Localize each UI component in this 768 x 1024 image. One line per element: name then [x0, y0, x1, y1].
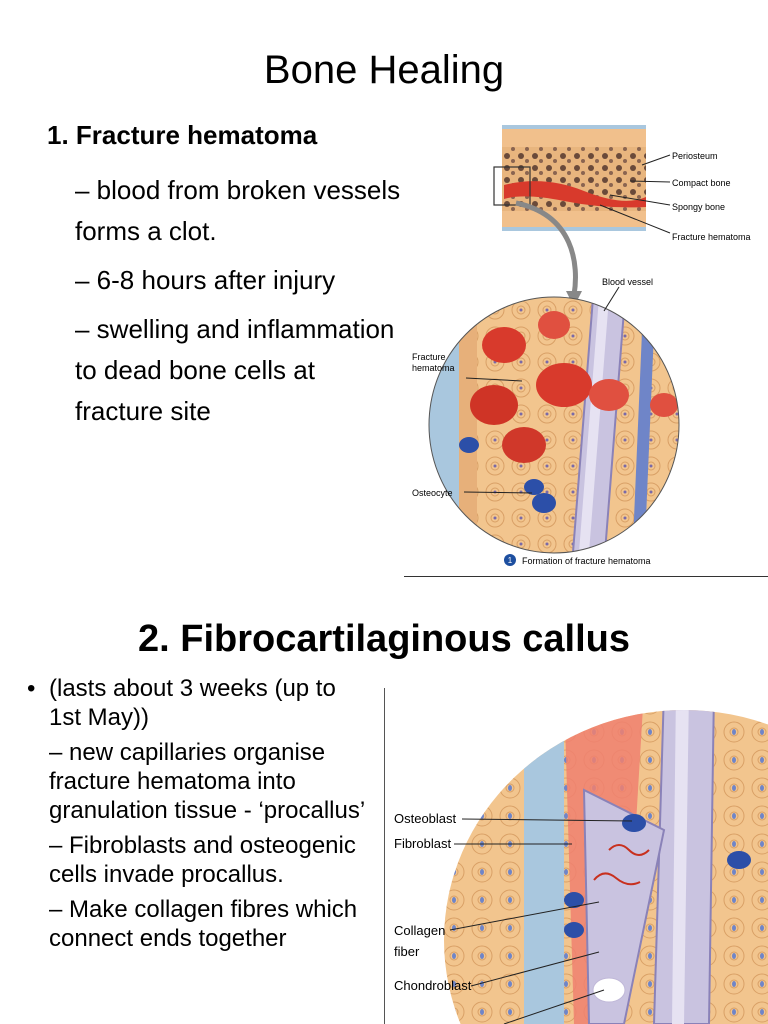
- caption-rule: [404, 576, 768, 577]
- label-spongy-bone: Spongy bone: [672, 202, 725, 212]
- label-chondroblast: Chondroblast: [394, 978, 472, 993]
- fracture-hematoma-illustration: Periosteum Compact bone Spongy bone Frac…: [412, 125, 751, 566]
- title-number: 2.: [137, 618, 170, 660]
- list-item: – Fibroblasts and osteogenic cells invad…: [49, 832, 356, 888]
- list-item: – 6-8 hours after injury: [75, 265, 336, 295]
- step-number: 1: [508, 556, 513, 565]
- list-item: – Make collagen fibres which connect end…: [49, 896, 358, 952]
- label-hematoma: hematoma: [412, 363, 455, 373]
- list-item: (lasts about 3 weeks (up to 1st May)): [24, 674, 374, 732]
- list-item: – new capillaries organise fracture hema…: [49, 739, 366, 824]
- label-fiber: fiber: [394, 944, 420, 959]
- figure-frame: [384, 688, 385, 1024]
- list-item: – blood from broken vessels forms a clot…: [75, 175, 401, 246]
- list-item: – swelling and inflammation to dead bone…: [75, 314, 395, 426]
- slide-title: 2. Fibrocartilaginous callus: [0, 618, 768, 661]
- slide-title: Bone Healing: [263, 48, 505, 92]
- magnified-callus: [444, 710, 768, 1024]
- label-collagen: Collagen: [394, 923, 445, 938]
- label-blood-vessel: Blood vessel: [602, 277, 653, 287]
- point-list: (lasts about 3 weeks (up to 1st May)) – …: [24, 674, 374, 959]
- label-fracture: Fracture: [412, 352, 446, 362]
- point-list: – blood from broken vessels forms a clot…: [75, 170, 405, 440]
- label-periosteum: Periosteum: [672, 151, 718, 161]
- zoom-arrow: [515, 200, 578, 296]
- title-bold: Fibrocartilaginous callus: [180, 618, 631, 660]
- label-fibroblast: Fibroblast: [394, 836, 451, 851]
- magnified-view: [429, 297, 679, 553]
- callus-illustration: Osteoblast Fibroblast Collagen fiber Cho…: [394, 710, 768, 1024]
- section-heading: 1. Fracture hematoma: [47, 120, 318, 150]
- bone-cross-section: [493, 125, 646, 231]
- label-osteoblast: Osteoblast: [394, 811, 457, 826]
- figure-caption: Formation of fracture hematoma: [522, 556, 651, 566]
- label-compact-bone: Compact bone: [672, 178, 731, 188]
- slide-fracture-hematoma: Bone Healing 1. Fracture hematoma – bloo…: [47, 48, 768, 577]
- label-osteocyte: Osteocyte: [412, 488, 453, 498]
- slide-fibrocartilaginous-callus: 2. Fibrocartilaginous callus (lasts abou…: [0, 600, 768, 1024]
- step-badge: [504, 554, 516, 566]
- label-fracture-hematoma: Fracture hematoma: [672, 232, 751, 242]
